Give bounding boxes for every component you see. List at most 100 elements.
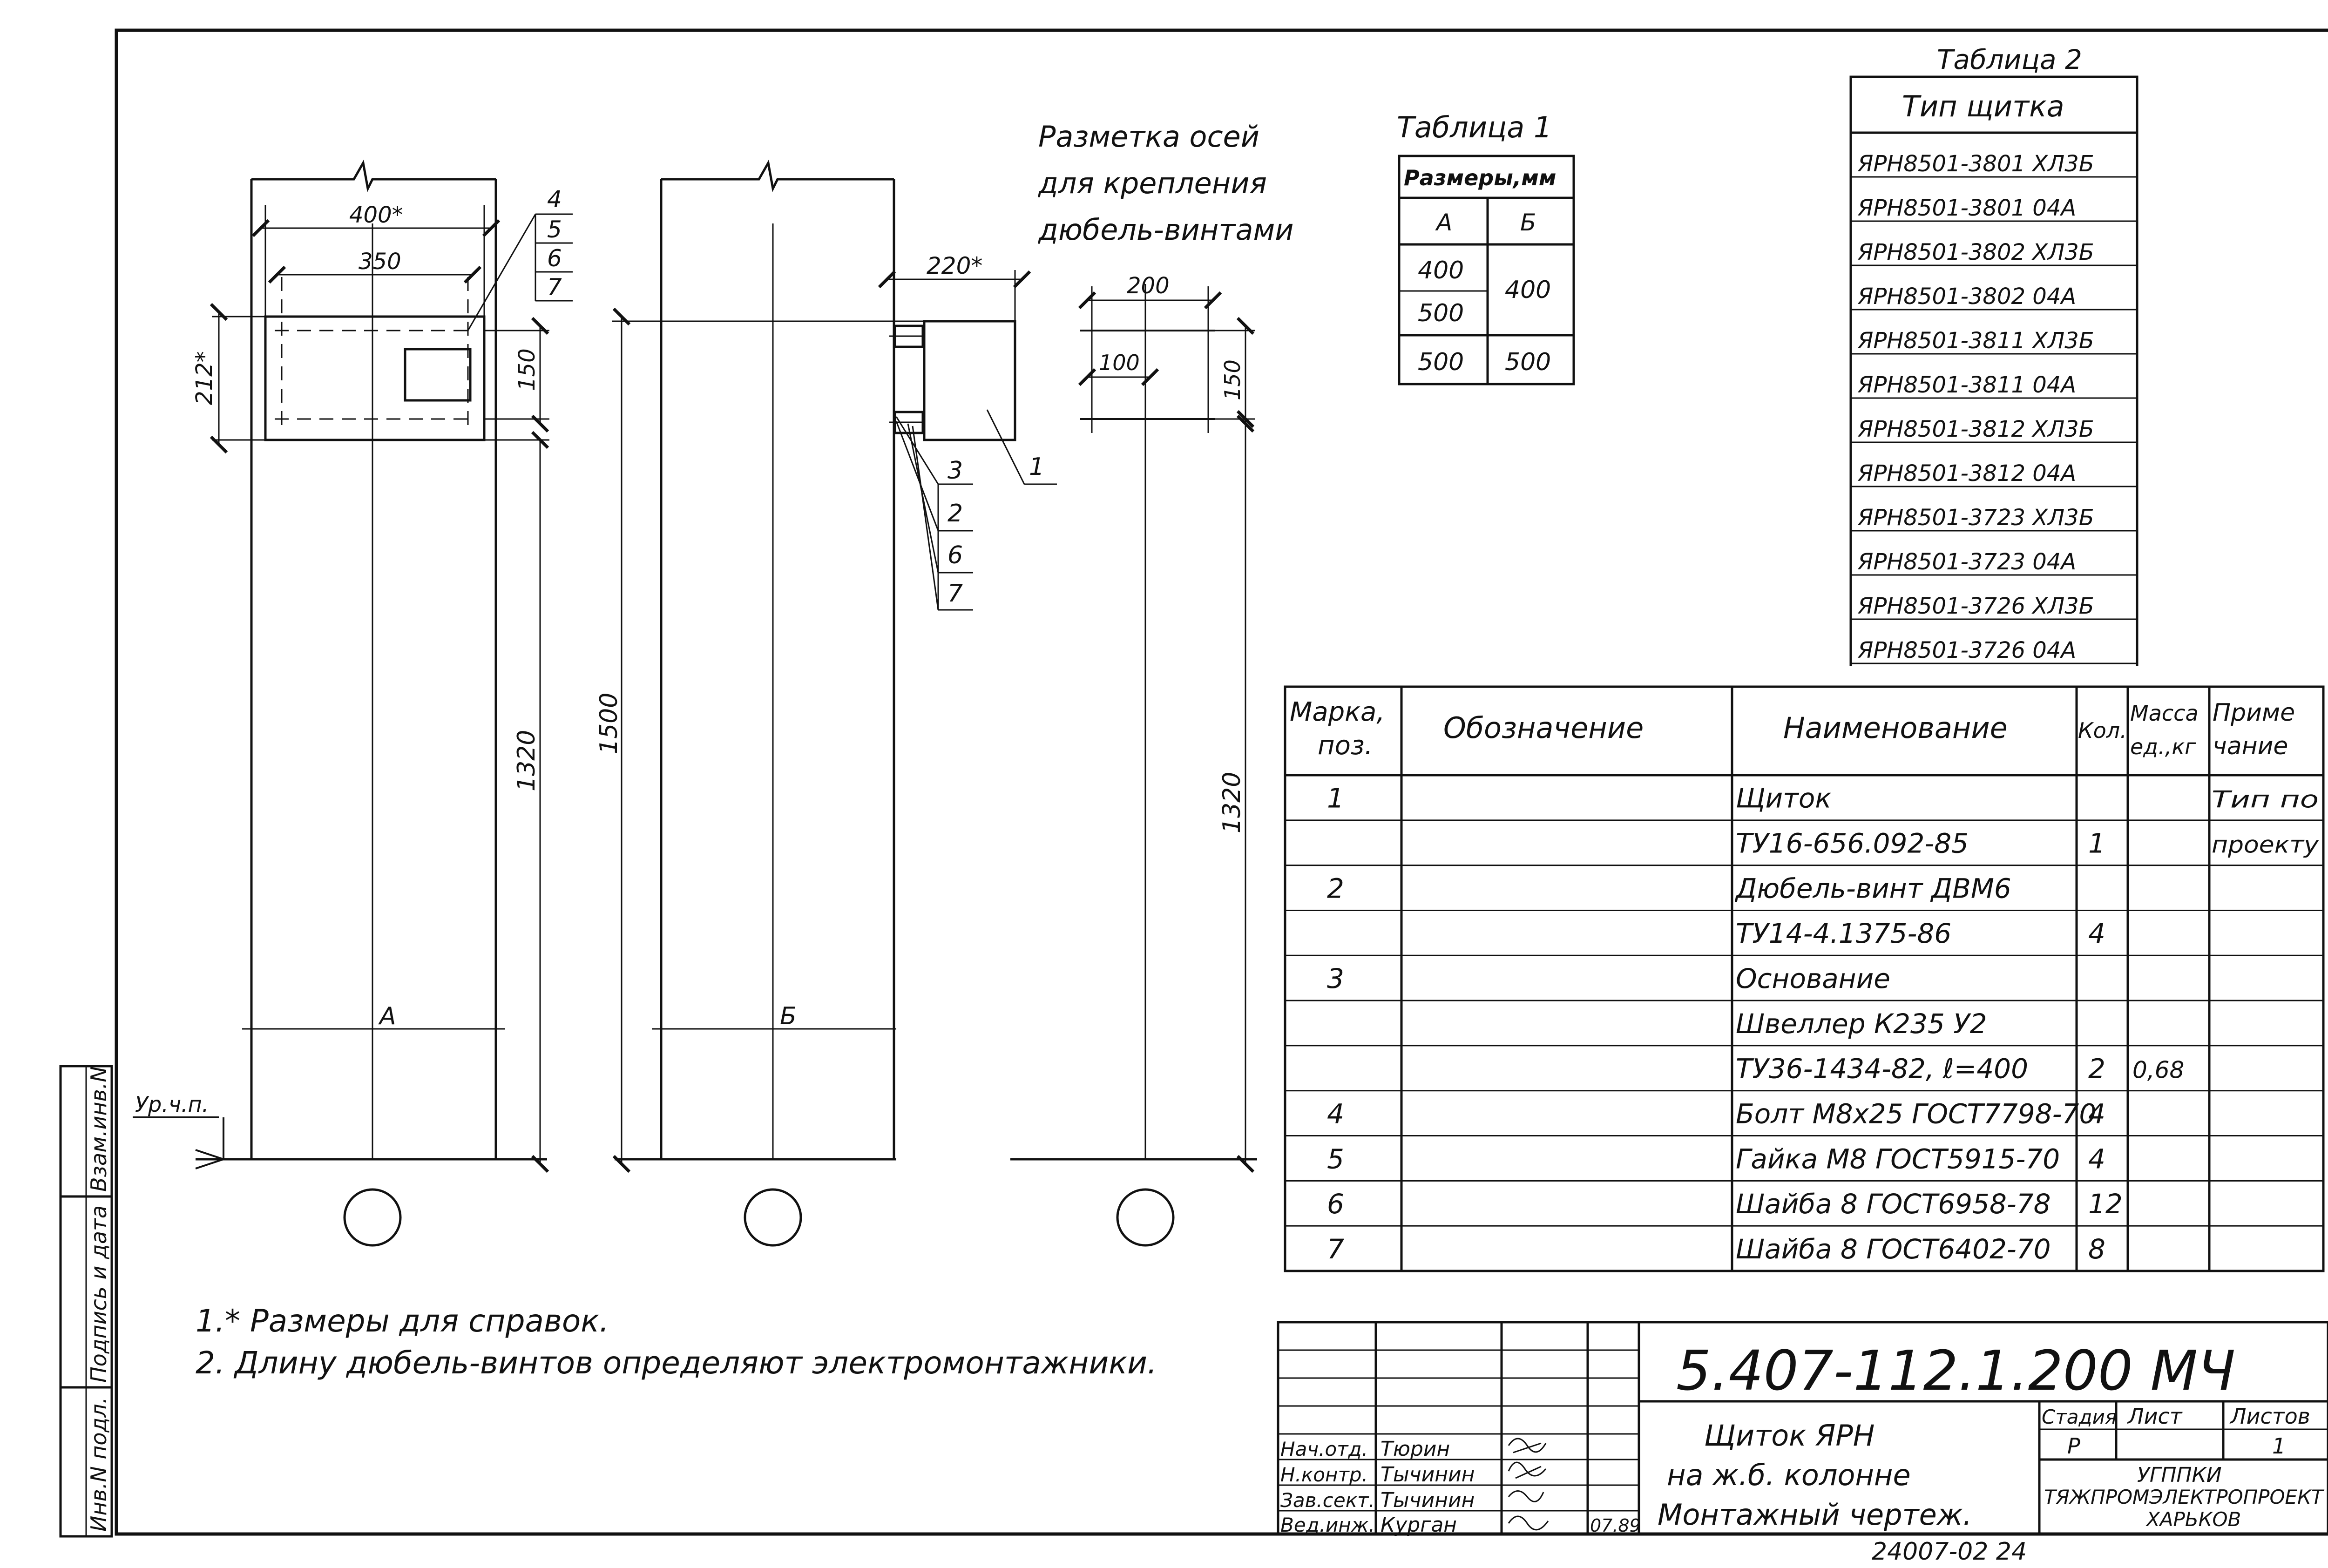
spec-cell-name: Швеллер К235 У2 <box>1736 1008 1987 1040</box>
view2-callout-6: 6 <box>947 541 963 569</box>
spec-cell-name: ТУ36-1434-82, ℓ=400 <box>1736 1053 2028 1085</box>
table2-title: Таблица 2 <box>1937 44 2082 75</box>
title-block-stage: Р <box>2067 1433 2080 1459</box>
view2-axis-label: Б <box>780 1002 797 1030</box>
view2-dim-220: 220* <box>927 252 982 279</box>
spec-row-lines <box>1285 819 2323 1227</box>
spec-header-note: Приме <box>2213 699 2295 727</box>
table1-title: Таблица 1 <box>1397 110 1552 144</box>
spec-header-pos: поз. <box>1318 730 1373 761</box>
table2-row: ЯРН8501-3801 ХЛ3Б <box>1857 151 2094 177</box>
view3-dim-1320: 1320 <box>1218 772 1246 833</box>
title-block-name-3: Тычинин <box>1381 1488 1475 1512</box>
spec-cell-pos: 5 <box>1327 1143 1344 1175</box>
table1-header: Размеры,мм <box>1404 165 1556 190</box>
table1-b-2: 500 <box>1505 348 1551 376</box>
table1-col-a: А <box>1435 209 1452 236</box>
view1-dimensions <box>210 205 549 1173</box>
drawing-frame <box>115 28 2328 1536</box>
title-block-name-2: Тычинин <box>1381 1463 1475 1487</box>
view3-marking <box>1010 284 1257 1173</box>
title-block-grid <box>1277 1321 2328 1535</box>
spec-cell-pos: 6 <box>1327 1188 1344 1220</box>
title-block-role-3: Зав.сект. <box>1280 1489 1375 1512</box>
view3-caption-line2: для крепления <box>1038 166 1267 200</box>
view3-caption-line1: Разметка осей <box>1038 120 1259 154</box>
spec-cell-qty: 1 <box>2088 828 2105 859</box>
view1-callout-leader <box>467 213 573 331</box>
view1-callout-5: 5 <box>547 216 562 243</box>
view1-column-front <box>196 159 547 1161</box>
view3-caption-line3: дюбель-винтами <box>1038 213 1294 247</box>
spec-table-grid <box>1284 685 2325 1272</box>
view3-dim-200: 200 <box>1127 273 1170 299</box>
spec-cell-name: ТУ14-4.1375-86 <box>1736 918 1951 949</box>
title-block-org-3: ХАРЬКОВ <box>2145 1508 2241 1531</box>
side-stamp-replacement: Взам.инв.N <box>86 1066 111 1192</box>
view2-panel-side <box>889 320 1016 441</box>
table2-header: Тип щитка <box>1902 89 2064 123</box>
spec-cell-qty: 2 <box>2088 1053 2105 1085</box>
view2-callout-1: 1 <box>1029 453 1044 481</box>
view2-callout-7: 7 <box>947 580 963 608</box>
side-stamp <box>59 1065 113 1538</box>
title-block-org-2: ТЯЖПРОМЭЛЕКТРОПРОЕКТ <box>2044 1486 2325 1508</box>
view3-dim-150: 150 <box>1220 359 1245 400</box>
table2-row: ЯРН8501-3723 04А <box>1857 549 2076 575</box>
table2-row: ЯРН8501-3726 04А <box>1857 637 2076 663</box>
floor-level-mark <box>133 1116 227 1169</box>
table1-a-2: 500 <box>1418 299 1464 327</box>
title-block-name-1: Тюрин <box>1381 1437 1450 1461</box>
table1-a-1: 400 <box>1418 257 1464 284</box>
spec-headers: Марка, поз. Обозначение Наименование Кол… <box>1290 697 2295 761</box>
archive-number: 24007-02 24 <box>1872 1538 2027 1566</box>
spec-cell-pos: 7 <box>1327 1233 1344 1265</box>
spec-cell-name: Болт М8х25 ГОСТ7798-70 <box>1736 1098 2096 1129</box>
view1-dim-150: 150 <box>514 348 540 391</box>
title-block-title-1: Щиток ЯРН <box>1704 1419 1875 1453</box>
spec-cell-name: Основание <box>1736 963 1890 994</box>
side-stamp-signature: Подпись и дата <box>86 1205 111 1383</box>
spec-cell-name: Гайка М8 ГОСТ5915-70 <box>1736 1143 2060 1175</box>
spec-cell-name: ТУ16-656.092-85 <box>1736 828 1969 859</box>
title-block-sheet-label: Лист <box>2127 1404 2183 1429</box>
title-block-stage-label: Стадия <box>2042 1406 2117 1428</box>
table2-row: ЯРН8501-3811 ХЛ3Б <box>1857 328 2094 354</box>
table1-col-b: Б <box>1520 209 1536 236</box>
title-block-title-2: на ж.б. колонне <box>1667 1458 1911 1492</box>
spec-cell-name: Щиток <box>1736 783 1831 814</box>
spec-cell-name: Дюбель-винт ДВМ6 <box>1734 872 2011 904</box>
view1-callout-4: 4 <box>547 186 562 213</box>
spec-cell-pos: 1 <box>1327 783 1344 814</box>
title-block-name-4: Курган <box>1381 1513 1457 1537</box>
spec-header-name: Наименование <box>1783 711 2008 745</box>
view1-dim-212: 212* <box>191 351 217 405</box>
view1-callout-6: 6 <box>547 245 562 272</box>
view1-axis-bubble <box>343 1188 402 1247</box>
note-1: 1.* Размеры для справок. <box>196 1303 609 1339</box>
table1-b-1: 400 <box>1505 276 1551 304</box>
table2-row: ЯРН8501-3812 04А <box>1857 460 2076 487</box>
spec-header-mass-unit: ед.,кг <box>2130 734 2196 759</box>
title-block-role-2: Н.контр. <box>1280 1463 1368 1486</box>
side-stamp-inventory: Инв.N подл. <box>86 1397 111 1532</box>
title-block-rows <box>1278 1349 1639 1512</box>
view3-axis-bubble <box>1116 1188 1175 1247</box>
title-block-org-1: УГППКИ <box>2137 1463 2222 1487</box>
table2-row: ЯРН8501-3811 04А <box>1857 372 2076 398</box>
spec-cell-pos: 4 <box>1327 1098 1344 1129</box>
view2-dim-1500: 1500 <box>595 693 623 754</box>
spec-header-note-2: чание <box>2213 732 2288 760</box>
table2-row: ЯРН8501-3802 04А <box>1857 284 2076 310</box>
view2-callout-leaders <box>895 409 1057 611</box>
spec-header-mass: Масса <box>2130 701 2199 726</box>
view2-column-side <box>615 159 896 1161</box>
view1-axis-label: А <box>378 1002 396 1030</box>
floor-level-label: Ур.ч.п. <box>135 1092 209 1117</box>
table2-rows: ЯРН8501-3801 ХЛ3Б ЯРН8501-3801 04А ЯРН85… <box>1857 151 2094 663</box>
spec-cell-pos: 3 <box>1327 963 1344 994</box>
view2-callout-3: 3 <box>947 457 963 485</box>
spec-cell-qty: 4 <box>2088 1098 2105 1129</box>
